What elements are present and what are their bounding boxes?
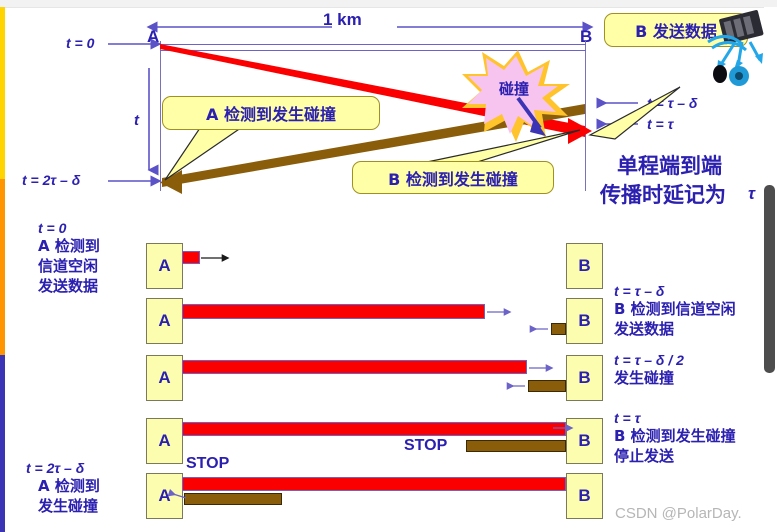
arrow-a-row-5: [167, 488, 187, 499]
browser-top-strip: [0, 0, 777, 8]
left-note-1-line-1: 发生碰撞: [38, 497, 99, 515]
frame-a-row-5: [182, 477, 566, 491]
frame-a-row-1: [182, 251, 200, 264]
stop-label-b: STOP: [404, 437, 448, 454]
arrow-a-row-4: [553, 424, 574, 432]
label-t-2tau-minus-delta: t = 2τ – δ: [22, 172, 81, 188]
label-t-zero: t = 0: [66, 35, 95, 51]
arrow-b-row-2: [529, 325, 548, 333]
arrow-a-row-3: [529, 364, 554, 372]
frame-a-row-2: [182, 304, 485, 319]
left-note-0: t = 0 A 检测到 信道空闲 发送数据: [38, 220, 100, 296]
collision-star-icon: 碰撞: [462, 50, 570, 142]
node-a-row-5: A: [146, 473, 183, 519]
left-note-1: t = 2τ – δ A 检测到 发生碰撞: [26, 460, 100, 516]
distance-arrow: [146, 21, 594, 33]
frame-b-row-5: [184, 493, 282, 505]
node-b-row-5: B: [566, 473, 603, 519]
left-note-1-line-0: A 检测到: [38, 477, 100, 495]
node-a-row-3: A: [146, 355, 183, 401]
right-note-0-line-0: B 检测到信道空闲: [614, 300, 736, 318]
left-note-0-line-2: 发送数据: [38, 277, 99, 295]
time-axis-label: t: [134, 112, 139, 129]
timeline-a: [160, 41, 161, 191]
t2tau-arrow: [108, 175, 162, 187]
node-b-row-3: B: [566, 355, 603, 401]
right-note-2-line-0: B 检测到发生碰撞: [614, 427, 736, 445]
frame-b-row-4: [466, 440, 566, 452]
frame-b-row-2: [551, 323, 566, 335]
note-one-way-delay-line1: 单程端到端: [617, 154, 722, 178]
note-one-way-delay-line2: 传播时延记为: [600, 183, 726, 207]
accent-rail-blue: [0, 355, 5, 532]
svg-text:碰撞: 碰撞: [499, 80, 529, 98]
node-a-row-4: A: [146, 418, 183, 464]
right-note-0-time: t = τ – δ: [614, 283, 665, 299]
vertical-scrollbar-track[interactable]: [764, 7, 777, 532]
stop-label-a: STOP: [186, 455, 230, 472]
arrow-b-row-3: [506, 382, 525, 390]
note-tau-symbol: τ: [748, 184, 755, 203]
accent-rail-orange: [0, 179, 5, 355]
node-b-row-2: B: [566, 298, 603, 344]
right-note-1-line-0: 发生碰撞: [614, 369, 675, 387]
accent-rail-yellow: [0, 7, 5, 179]
node-a-row-1: A: [146, 243, 183, 289]
left-note-1-time: t = 2τ – δ: [26, 460, 85, 476]
right-note-2-time: t = τ: [614, 410, 641, 426]
right-note-2-line-1: 停止发送: [614, 447, 675, 465]
arrow-a-row-1: [201, 254, 230, 262]
arrow-a-row-2: [487, 308, 512, 316]
right-note-1-time: t = τ – δ / 2: [614, 352, 684, 368]
left-note-0-line-1: 信道空闲: [38, 257, 99, 275]
signal-a-to-b: [160, 44, 592, 144]
right-note-0: t = τ – δ B 检测到信道空闲 发送数据: [614, 283, 736, 339]
t0-arrow: [108, 38, 162, 50]
watermark: CSDN @PolarDay.: [615, 505, 742, 522]
time-axis-arrow: [147, 68, 159, 176]
bubble-b-detects-collision: B 检测到发生碰撞: [352, 161, 554, 194]
right-note-2: t = τ B 检测到发生碰撞 停止发送: [614, 410, 736, 466]
cable-rail-bottom: [160, 50, 586, 51]
label-t-tau: t = τ: [647, 116, 674, 132]
node-a-row-2: A: [146, 298, 183, 344]
station-label-b: B: [580, 27, 593, 46]
frame-a-row-3: [182, 360, 527, 374]
bubble-a-detects-collision: A 检测到发生碰撞: [162, 96, 380, 130]
network-computer-icon: [707, 10, 764, 86]
distance-label: 1 km: [323, 10, 362, 29]
left-note-0-time: t = 0: [38, 220, 67, 236]
vertical-scrollbar-thumb[interactable]: [764, 185, 775, 373]
signal-b-to-a: [160, 104, 585, 194]
node-b-row-1: B: [566, 243, 603, 289]
right-note-0-line-1: 发送数据: [614, 320, 675, 338]
left-note-0-line-0: A 检测到: [38, 237, 100, 255]
right-note-1: t = τ – δ / 2 发生碰撞: [614, 352, 684, 388]
frame-a-row-4: [182, 422, 566, 436]
cable-rail-top: [160, 44, 586, 45]
frame-b-row-3: [528, 380, 566, 392]
t-tau-minus-delta-arrow: [596, 97, 638, 109]
timeline-b: [585, 41, 586, 191]
